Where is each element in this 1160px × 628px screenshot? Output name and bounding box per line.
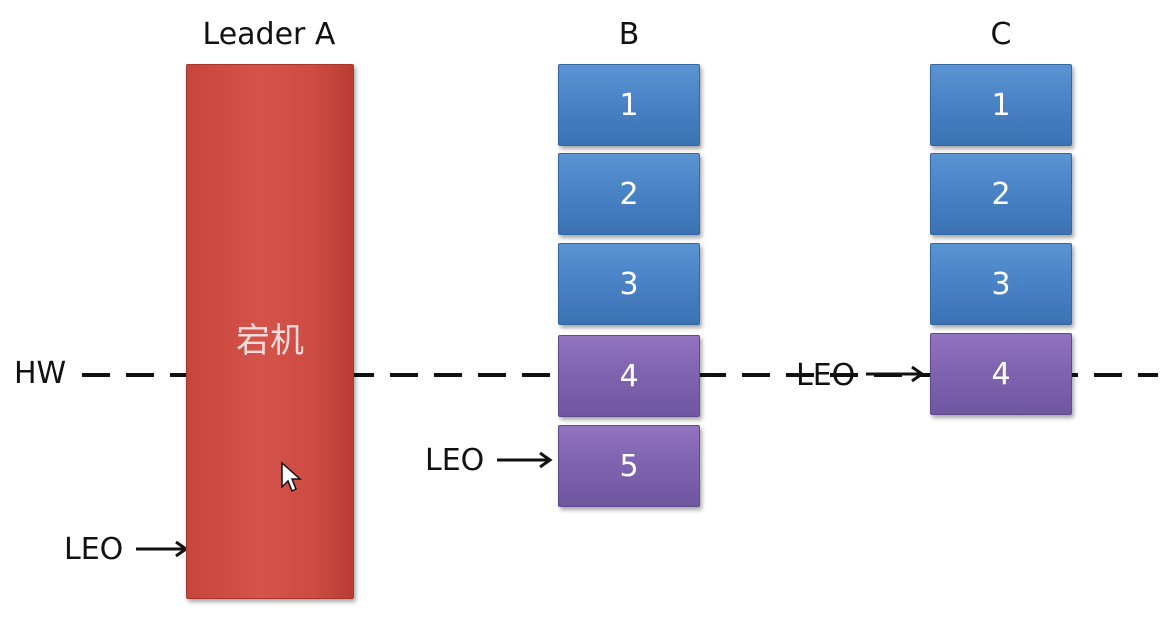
- leo-b-arrow: [497, 451, 553, 469]
- leader-a-block: 宕机: [186, 64, 354, 599]
- b-block-2: 2: [558, 153, 700, 235]
- replica-c-title: C: [990, 17, 1012, 52]
- leo-c-arrow: [866, 365, 925, 383]
- c-block-3: 3: [930, 243, 1072, 325]
- c-block-4: 4: [930, 333, 1072, 415]
- b-block-4: 4: [558, 335, 700, 417]
- leader-down-text: 宕机: [236, 321, 304, 361]
- b-block-5: 5: [558, 425, 700, 507]
- c-block-1: 1: [930, 64, 1072, 146]
- hw-label: HW: [14, 356, 67, 391]
- replica-b-title: B: [618, 17, 640, 52]
- b-block-1: 1: [558, 64, 700, 146]
- leader-a-title: Leader A: [202, 17, 336, 52]
- b-block-3: 3: [558, 243, 700, 325]
- leo-c-label: LEO: [796, 358, 856, 393]
- c-block-2: 2: [930, 153, 1072, 235]
- leo-b-label: LEO: [425, 443, 485, 478]
- leo-a-label: LEO: [64, 532, 124, 567]
- leo-a-arrow: [136, 540, 189, 558]
